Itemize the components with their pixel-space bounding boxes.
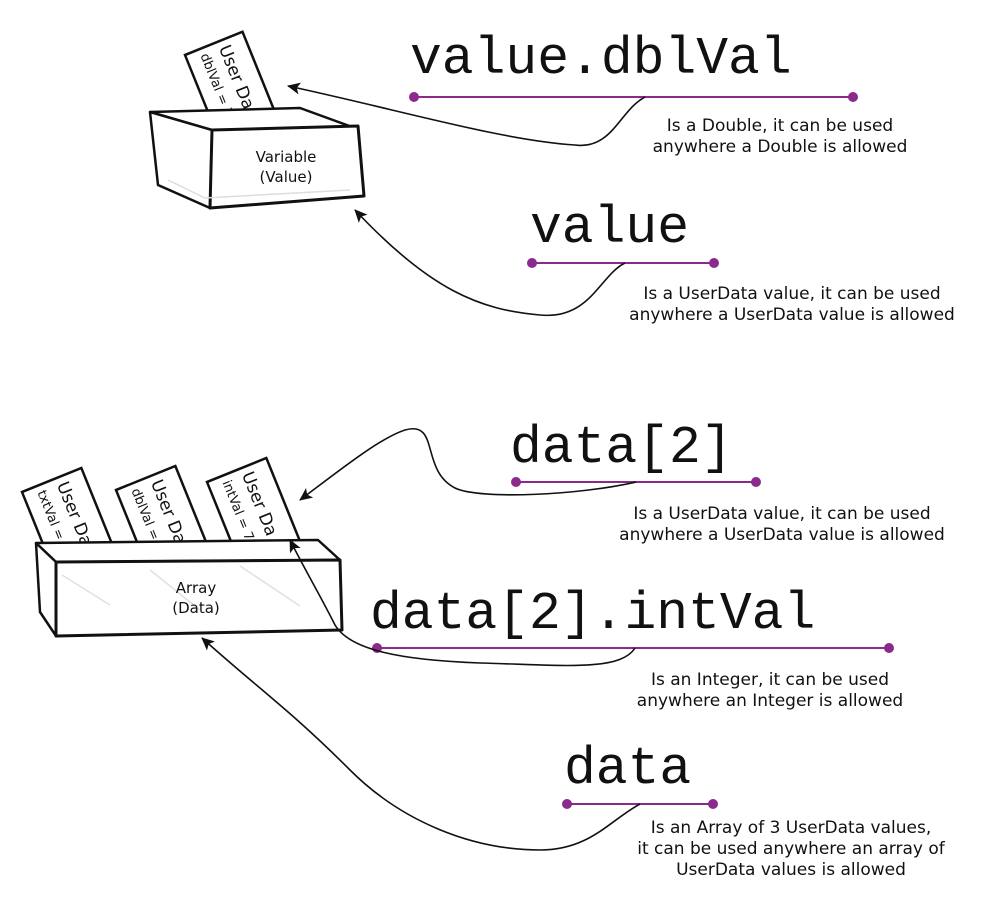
variable-box: dblVal = 3.1 User Da: [148, 30, 366, 210]
expr-value-dblval: value.dblVal: [410, 29, 792, 89]
arrow-data-2-intval: [289, 539, 636, 667]
underline-value: [527, 258, 719, 268]
note-value-dblval-line2: anywhere a Double is allowed: [652, 137, 908, 157]
note-data-line1: Is an Array of 3 UserData values,: [650, 818, 932, 838]
note-value-dblval-line1: Is a Double, it can be used: [666, 116, 894, 136]
expr-value: value: [530, 198, 690, 258]
note-data-2-line2: anywhere a UserData value is allowed: [619, 525, 945, 545]
variable-box-label: Variable (Value): [236, 147, 336, 187]
note-value-line2: anywhere a UserData value is allowed: [629, 305, 955, 325]
expr-data: data: [564, 739, 692, 799]
note-data-2-intval-line1: Is an Integer, it can be used: [650, 670, 890, 690]
array-box-label-line2: (Data): [172, 599, 220, 617]
note-data-2-line1: Is a UserData value, it can be used: [633, 504, 931, 524]
variable-box-label-line1: Variable: [255, 148, 317, 166]
note-data-2-intval-line2: anywhere an Integer is allowed: [636, 691, 904, 711]
arrow-data-2: [299, 427, 637, 501]
arrow-value: [354, 209, 626, 317]
expr-data-2-intval: data[2].intVal: [370, 584, 816, 644]
arrow-value-dblval: [287, 82, 646, 147]
expr-data-2: data[2]: [510, 418, 733, 478]
variable-box-label-line2: (Value): [259, 168, 313, 186]
note-data-line2: it can be used anywhere an array of: [637, 839, 945, 859]
underline-value-dblval: [409, 92, 858, 102]
note-data-2-intval: Is an Integer, it can be used anywhere a…: [600, 670, 940, 712]
note-data-2: Is a UserData value, it can be used anyw…: [582, 504, 982, 546]
array-box: txtVal = Fre User Da dblVal = 3.1 User D…: [20, 456, 344, 638]
note-value: Is a UserData value, it can be used anyw…: [592, 284, 992, 326]
note-value-line1: Is a UserData value, it can be used: [643, 284, 941, 304]
array-box-label: Array (Data): [146, 578, 246, 618]
note-data: Is an Array of 3 UserData values, it can…: [596, 818, 986, 881]
note-value-dblval: Is a Double, it can be used anywhere a D…: [610, 116, 950, 158]
arrow-data: [201, 637, 641, 851]
array-box-label-line1: Array: [175, 579, 217, 597]
note-data-line3: UserData values is allowed: [676, 860, 906, 880]
